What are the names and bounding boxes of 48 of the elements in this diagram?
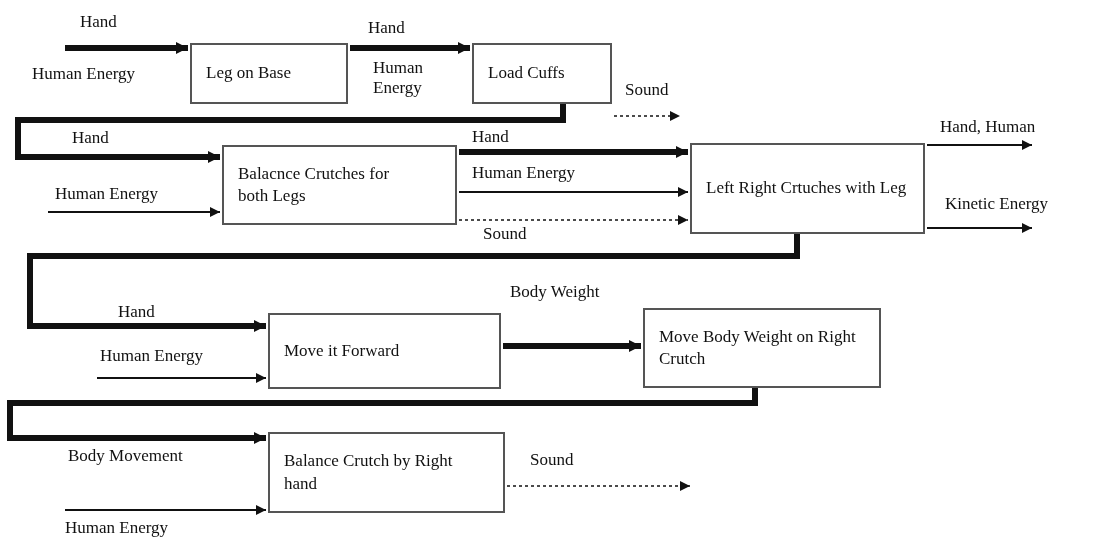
arrow xyxy=(458,215,689,225)
edge-label: Human Energy xyxy=(472,163,576,184)
arrow xyxy=(503,340,641,352)
edge-label: Human Energy xyxy=(55,184,159,205)
edge-label: Human Energy xyxy=(100,346,204,367)
process-label: Balance Crutch by Right hand xyxy=(284,450,454,495)
process-label: Left Right Crtuches with Leg xyxy=(706,177,907,200)
process-box xyxy=(472,43,612,104)
process-label: Balacnce Crutches for both Legs xyxy=(238,162,391,207)
arrow xyxy=(350,42,470,54)
arrow xyxy=(7,388,758,444)
arrow xyxy=(96,373,267,383)
edge-label: Kinetic Energy xyxy=(945,194,1049,215)
process-box xyxy=(268,313,501,389)
edge-label: Body Movement xyxy=(68,446,183,467)
process-label: Leg on Base xyxy=(206,62,291,85)
arrow xyxy=(926,223,1033,233)
process-label: Move it Forward xyxy=(284,339,400,362)
edge-label: Hand xyxy=(368,18,405,39)
arrow xyxy=(64,505,267,515)
arrow xyxy=(27,234,800,332)
edge-label: Sound xyxy=(483,224,527,245)
flow-label: Human Energy xyxy=(32,64,136,85)
arrow xyxy=(459,146,688,158)
edge-label: Hand xyxy=(80,12,117,33)
process-label: Load Cuffs xyxy=(488,62,565,85)
edge-label: Human Energy xyxy=(65,518,169,539)
arrow xyxy=(458,187,689,197)
edge-label: Hand xyxy=(118,302,155,323)
arrow xyxy=(926,140,1033,150)
process-label: Move Body Weight on Right Crutch xyxy=(659,325,857,370)
edge-label: Hand xyxy=(472,127,509,148)
edge-label: Sound xyxy=(625,80,669,101)
arrow xyxy=(47,207,221,217)
edge-label: Sound xyxy=(530,450,574,471)
arrow xyxy=(613,111,681,121)
process-box xyxy=(690,143,925,234)
arrow xyxy=(15,104,566,163)
process-box xyxy=(222,145,457,225)
arrow xyxy=(506,481,691,491)
edge-label: Hand xyxy=(72,128,109,149)
edge-label: Hand, Human xyxy=(940,117,1036,138)
process-box xyxy=(643,308,881,388)
flow-label: Human Energy xyxy=(373,58,425,99)
process-box xyxy=(268,432,505,513)
edge-label: Body Weight xyxy=(510,282,600,303)
arrow xyxy=(65,42,188,54)
process-box xyxy=(190,43,348,104)
